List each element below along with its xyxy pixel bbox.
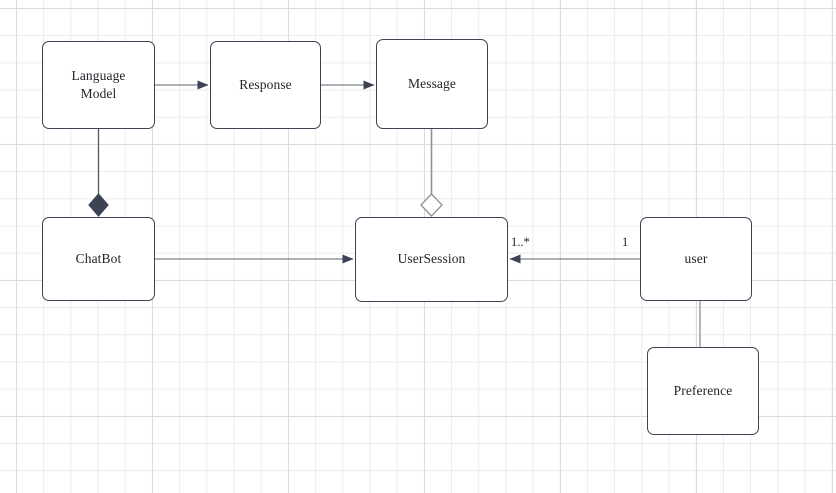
multiplicity-label-user: 1 xyxy=(622,235,629,249)
node-response[interactable]: Response xyxy=(210,41,321,129)
node-chatbot-label: ChatBot xyxy=(75,250,122,266)
composition-diamond-icon xyxy=(88,193,109,217)
aggregation-diamond-icon xyxy=(420,193,443,217)
node-message[interactable]: Message xyxy=(376,39,488,129)
node-preference-label: Preference xyxy=(673,382,733,398)
node-usersession[interactable]: UserSession xyxy=(355,217,508,302)
node-response-label: Response xyxy=(239,76,292,92)
multiplicity-label-usersession: 1..* xyxy=(511,235,530,249)
node-message-label: Message xyxy=(408,75,456,91)
edge-language-model-to-chatbot xyxy=(88,129,109,217)
edge-message-to-usersession xyxy=(420,129,443,217)
node-language-model-label: Language Model xyxy=(71,67,126,101)
node-usersession-label: UserSession xyxy=(397,251,466,267)
node-user-label: user xyxy=(684,250,708,266)
node-user[interactable]: user xyxy=(640,217,752,301)
node-chatbot[interactable]: ChatBot xyxy=(42,217,155,301)
node-language-model[interactable]: Language Model xyxy=(42,41,155,129)
node-preference[interactable]: Preference xyxy=(647,347,759,435)
